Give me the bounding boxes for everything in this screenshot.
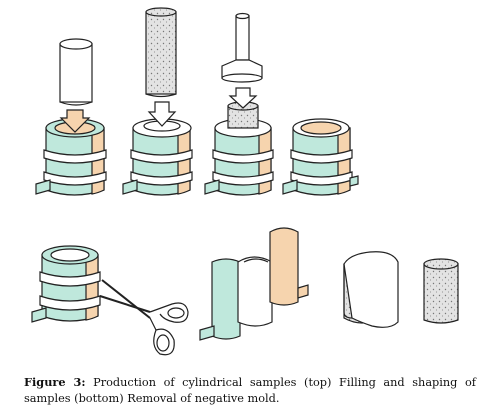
caption-label: Figure 3: bbox=[24, 375, 86, 389]
top-step-4 bbox=[282, 118, 359, 196]
bottom-step-1 bbox=[31, 245, 189, 356]
top-step-1 bbox=[35, 38, 107, 196]
figure-caption: Figure 3: Production of cylindrical samp… bbox=[24, 374, 476, 407]
bottom-step-4 bbox=[423, 258, 459, 324]
bottom-step-3 bbox=[343, 251, 399, 328]
top-step-3 bbox=[204, 12, 274, 196]
bottom-step-2 bbox=[199, 227, 309, 341]
production-diagram bbox=[31, 7, 459, 356]
caption-text: Production of cylindrical samples (top) … bbox=[24, 376, 476, 405]
top-step-2 bbox=[122, 7, 193, 196]
